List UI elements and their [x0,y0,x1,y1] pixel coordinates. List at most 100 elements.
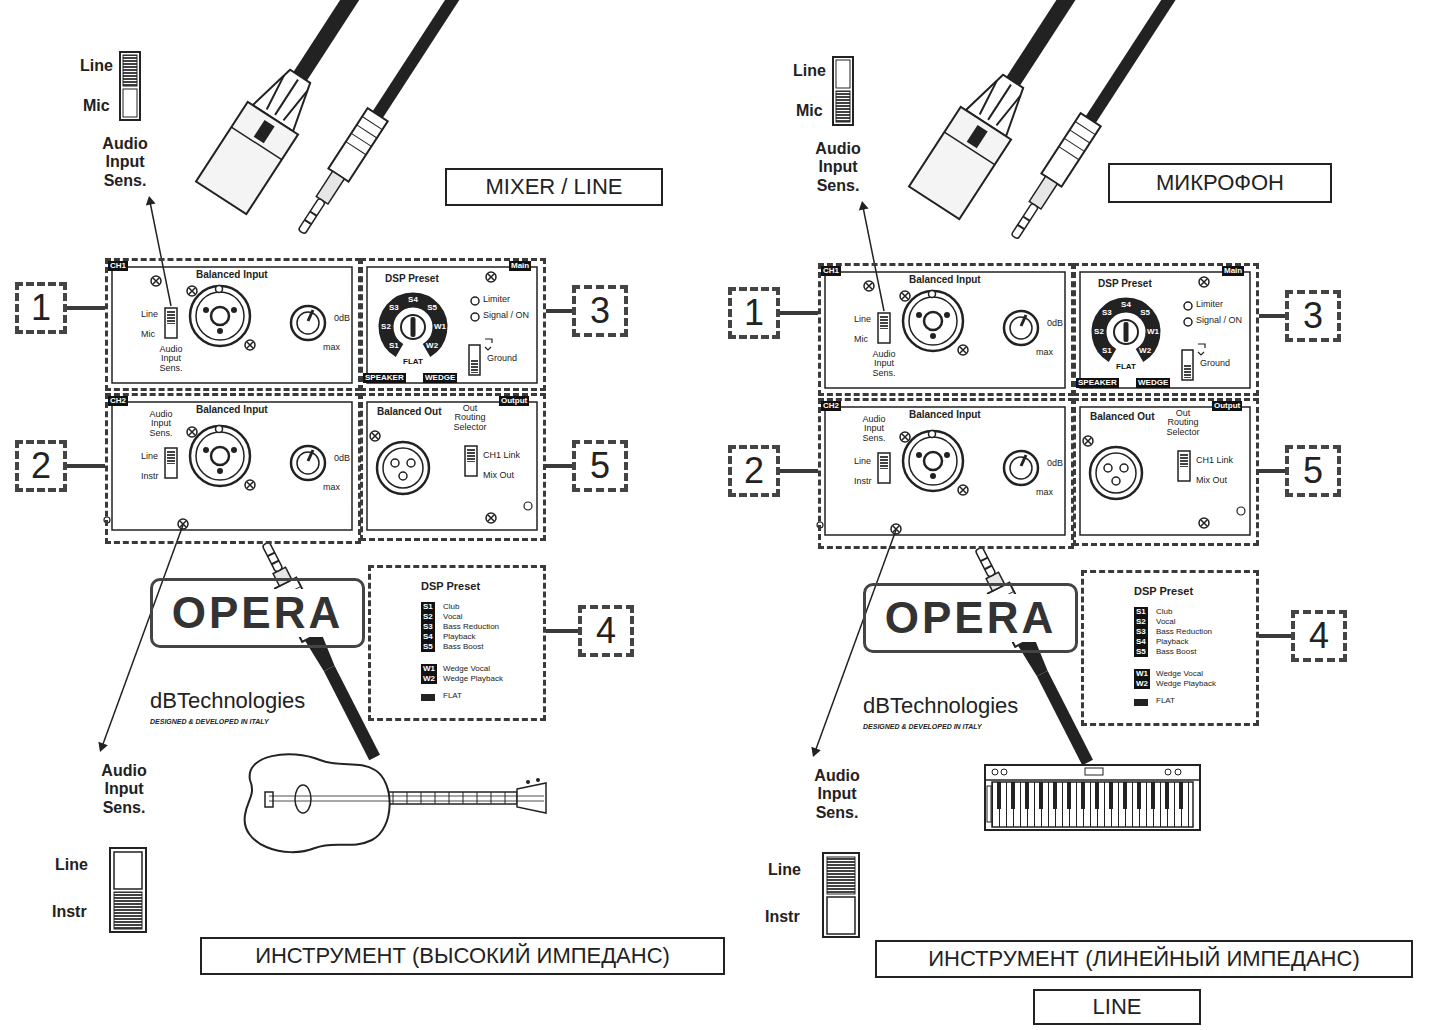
panel-label: 0dB [1047,319,1063,329]
panel-label: OPERA [168,589,347,637]
panel-label: Balanced Input [196,269,268,280]
box-label: МИКРОФОН [1156,171,1284,195]
callout-line [1259,469,1285,473]
panel-label: S2 [1134,617,1148,627]
acoustic-guitar [295,785,311,813]
panel-label: S4 [408,296,418,305]
panel-label: S2 [421,612,435,622]
callout-line [67,464,105,468]
main-panel: MainDSP PresetS1S2S3S4S5W1W2FLATLimiterS… [1073,263,1259,396]
panel-label: Mic [141,330,155,340]
callout-number: 4 [1291,610,1347,662]
panel-label: S5 [427,303,437,312]
zoom-switch [836,91,850,122]
panel-label: S2 [1094,328,1104,337]
switch-label: Line [80,57,113,75]
panel-label: W1 [434,323,446,332]
box-label: ИНСТРУМЕНТ (ВЫСОКИЙ ИМПЕДАНС) [255,944,670,968]
panel-label: max [1036,348,1053,358]
callout-number: 5 [590,446,610,486]
panel-label: CH1 [821,266,841,276]
panel-label: S4 [421,632,435,642]
switch-label: Line [55,856,88,874]
speaker-panel-illustration [811,0,1250,768]
panel-label: Main [509,261,531,271]
panel-label: W1 [1147,328,1159,337]
callout-number: 2 [15,440,67,492]
callout-number: 3 [572,285,628,337]
callout-number: 3 [590,291,610,331]
panel-label: Wedge Vocal [443,664,490,674]
panel-label: S5 [1140,308,1150,317]
panel-label: CH1 [108,261,128,271]
panel-label: Balanced Input [909,274,981,285]
acoustic-guitar [517,783,546,813]
switch-label: Audio Input Sens. [805,767,869,822]
panel-label: WEDGE [1136,378,1170,388]
box-label: LINE [1093,995,1142,1019]
panel-label: S5 [421,642,435,652]
panel-label: S1 [1102,347,1112,356]
brand-text: DESIGNED & DEVELOPED IN ITALY [150,718,269,725]
callout-number: 5 [572,440,628,492]
panel-label: Audio Input Sens. [867,350,901,378]
panel-label: S2 [381,323,391,332]
panel-label: S4 [1121,301,1131,310]
acoustic-guitar [269,796,544,797]
keyboard [1165,769,1171,775]
callout-line [546,629,578,633]
panel-label: WEDGE [423,373,457,383]
keyboard [992,769,998,775]
panel-label: Wedge Vocal [1156,669,1203,679]
panel-label: Bass Boost [1156,647,1196,657]
panel-label: FLAT [1116,363,1136,372]
panel-label: W2 [1139,347,1151,356]
panel-label: Audio Input Sens. [144,410,178,438]
callout-number: 4 [596,611,616,651]
zoom-switch [823,853,859,937]
panel-label: Out Routing Selector [1160,409,1206,437]
panel-label: SPEAKER [363,373,406,383]
switch-label: Line [768,861,801,879]
panel-label: S1 [1134,607,1148,617]
panel-label: Signal / ON [483,311,529,321]
callout-number: 4 [1309,616,1329,656]
panel-label: Line [141,452,158,462]
panel-label: Club [443,602,459,612]
panel-label: Limiter [1196,300,1223,310]
callout-number: 1 [744,293,764,333]
panel-label: Vocal [1156,617,1176,627]
panel-label: Line [141,310,158,320]
panel-label: Audio Input Sens. [154,345,188,373]
callout-line [546,309,572,313]
panel-label: CH1 Link [1196,456,1233,466]
panel-label: Ground [487,354,517,364]
callout-number: 4 [578,605,634,657]
panel-label: Ground [1200,359,1230,369]
panel-label: 0dB [1047,459,1063,469]
preset-legend-panel: DSP PresetS1ClubS2VocalS3Bass ReductionS… [368,565,546,721]
callout-number: 3 [1285,290,1341,342]
panel-label: Balanced Input [909,409,981,420]
zoom-switch [120,52,140,120]
panel-label: Mix Out [1196,476,1227,486]
switch-label: Audio Input Sens. [93,135,157,190]
main-panel: MainDSP PresetS1S2S3S4S5W1W2FLATLimiterS… [360,258,546,391]
panel-label: S1 [389,342,399,351]
switch-label: Line [793,62,826,80]
panel-label: S3 [1102,308,1112,317]
panel-label: Out Routing Selector [447,404,493,432]
panel-label: DSP Preset [1134,585,1193,597]
panel-label: Audio Input Sens. [857,415,891,443]
panel-label: CH2 [821,401,841,411]
callout-number: 5 [1285,445,1341,497]
label-box: МИКРОФОН [1108,163,1332,203]
brand-text: dBTechnologies [863,693,1018,719]
callout-line [1259,314,1285,318]
keyboard [1001,769,1007,775]
label-box: MIXER / LINE [445,168,663,206]
panel-label: W2 [426,342,438,351]
zoom-switch [827,857,855,894]
panel-label: FLAT [403,358,423,367]
